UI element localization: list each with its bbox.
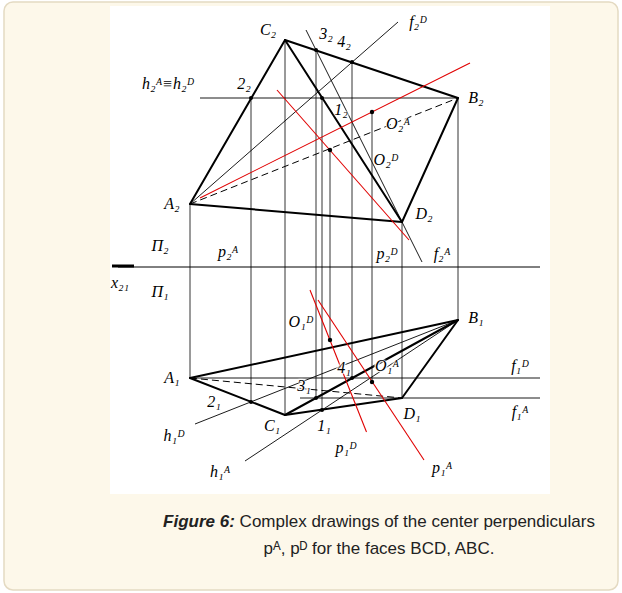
horizontal-line <box>245 320 458 461</box>
point-dot <box>320 408 324 412</box>
point-label: O₂ᴰ <box>374 152 399 168</box>
edge-line <box>190 320 458 378</box>
point-dot <box>350 376 354 380</box>
figure-caption: Figure 6: Complex drawings of the center… <box>150 508 608 562</box>
point-label: h₁ᴰ <box>163 428 184 444</box>
point-dot <box>320 96 324 100</box>
horizontal-line <box>195 320 458 424</box>
point-label: B₂ <box>468 90 483 106</box>
point-label: f₁ᴬ <box>512 404 529 420</box>
point-label: p₂ᴬ <box>218 244 238 260</box>
link-line <box>251 98 252 402</box>
point-label: A₂ <box>164 196 179 212</box>
point-label: 1₁ <box>317 418 331 434</box>
link-line <box>330 150 331 340</box>
point-label: B₁ <box>468 310 483 326</box>
image-ground <box>110 6 550 494</box>
point-label: O₁ᴰ <box>289 314 314 330</box>
link-line <box>322 98 323 410</box>
horizontal-line <box>200 98 458 99</box>
point-label: p₁ᴰ <box>335 440 356 456</box>
edge-line <box>285 320 458 415</box>
point-label: Π₂ <box>151 238 168 254</box>
link-line <box>458 98 459 320</box>
projection-axis <box>118 267 540 268</box>
point-dot <box>249 96 253 100</box>
center-point <box>328 338 332 342</box>
point-label: A₁ <box>164 370 179 386</box>
perpendicular-line <box>277 90 409 240</box>
point-label: 4₂ <box>337 34 351 50</box>
point-label: D₁ <box>403 406 420 422</box>
edge-line <box>190 204 402 222</box>
edge-line <box>190 378 285 415</box>
caption-body: Complex drawings of the center perpendic… <box>235 512 595 558</box>
link-line <box>352 62 353 378</box>
axis-mark <box>112 265 134 268</box>
edge-line <box>285 40 458 98</box>
point-label: C₁ <box>264 418 280 434</box>
point-label: Π₁ <box>151 284 168 300</box>
link-line <box>402 222 403 398</box>
point-label: 1₂ <box>334 102 348 118</box>
point-label: f₂ᴰ <box>409 14 427 30</box>
point-label: 2₁ <box>207 394 221 410</box>
point-label: C₂ <box>260 22 276 38</box>
hidden-edge <box>190 378 402 398</box>
link-line <box>285 40 286 415</box>
frontal-line <box>190 22 398 204</box>
point-dot <box>314 396 318 400</box>
point-label: 3₁ <box>297 378 311 394</box>
perpendicular-line <box>200 63 470 198</box>
point-label: 3₂ <box>319 26 333 42</box>
point-label: 2₂ <box>237 76 251 92</box>
figure-card <box>4 2 618 590</box>
center-point <box>328 148 332 152</box>
perpendicular-line <box>310 290 367 432</box>
point-label: x₂₁ <box>111 275 129 291</box>
frontal-line <box>190 378 540 379</box>
point-dot <box>249 400 253 404</box>
point-label: D₂ <box>415 206 432 222</box>
edge-line <box>285 40 402 222</box>
point-label: O₁ᴬ <box>375 358 399 374</box>
point-label: h₁ᴬ <box>210 464 230 480</box>
center-point <box>370 380 374 384</box>
perpendicular-line <box>318 300 424 460</box>
point-dot <box>350 60 354 64</box>
frontal-line <box>300 398 540 399</box>
point-dot <box>314 48 318 52</box>
link-line <box>316 50 317 398</box>
edge-line <box>402 320 458 398</box>
point-label: p₂ᴰ <box>376 246 397 262</box>
point-label: p₁ᴬ <box>432 460 452 476</box>
point-label: O₂ᴬ <box>386 116 410 132</box>
center-point <box>370 110 374 114</box>
point-label: f₁ᴰ <box>511 358 529 374</box>
hidden-edge <box>190 98 458 204</box>
point-label: h₂ᴬ≡h₂ᴰ <box>142 76 194 92</box>
link-line <box>372 112 373 382</box>
link-line <box>190 204 191 378</box>
frontal-line <box>306 30 422 262</box>
caption-head: Figure 6: <box>163 512 235 531</box>
point-label: f₂ᴬ <box>434 246 451 262</box>
point-label: 4₁ <box>337 360 351 376</box>
